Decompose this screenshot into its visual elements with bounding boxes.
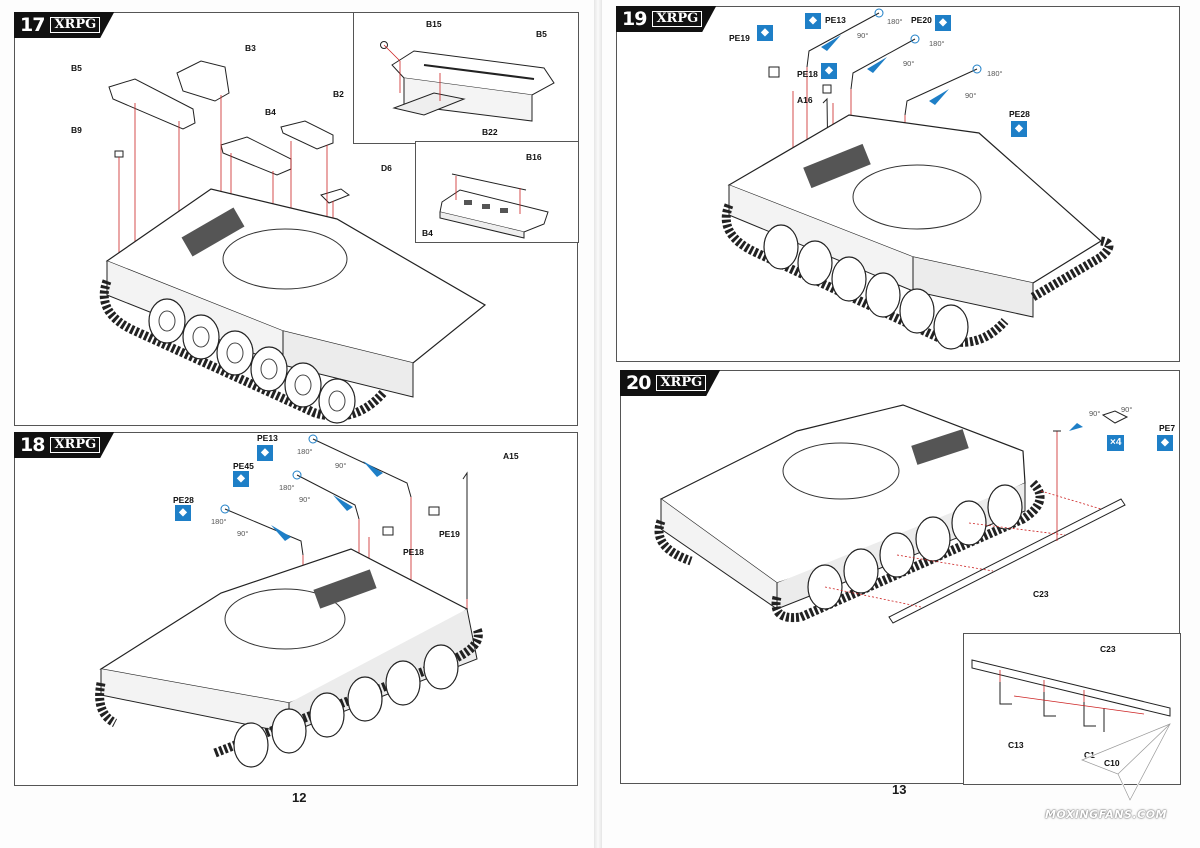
brand-logo: XRPG [652,11,703,27]
part-label: PE19 [439,529,460,539]
angle-label: 90° [965,91,977,100]
part-label: C10 [1104,758,1120,768]
angle-label: 180° [887,17,903,26]
drop-icon: ◆ [1011,121,1027,137]
brand-logo: XRPG [50,437,101,453]
drop-icon: ◆ [1157,435,1173,451]
page-gutter [594,0,602,848]
part-label: B5 [71,63,82,73]
part-label: B15 [426,19,442,29]
angle-label: 90° [857,31,869,40]
part-label: PE28 [1009,109,1030,119]
inset-drawing [971,659,1171,732]
part-label: PE28 [173,495,194,505]
angle-label: 90° [1121,405,1133,414]
angle-label: 180° [297,447,313,456]
part-label: PE20 [911,15,932,25]
angle-label: 90° [335,461,347,470]
quantity-badge: ×4 [1107,435,1125,451]
inset-2-drawing [439,173,549,239]
watermark: MOXINGFANS.COM [1045,808,1168,821]
angle-label: 90° [903,59,915,68]
drop-icon: ◆ [233,471,249,487]
step-number: 20 [626,372,651,394]
step-17-inset-1: B15 B5 B22 [353,12,579,144]
part-label: C1 [1084,750,1095,760]
drop-icon: ◆ [805,13,821,29]
part-label: A15 [503,451,519,461]
angle-label: 180° [279,483,295,492]
step-17-inset-2: B16 B4 [415,141,579,243]
step-17-badge: 17 XRPG [14,12,115,38]
part-label: PE18 [797,69,818,79]
part-label: B22 [482,127,498,137]
part-label: C23 [1033,589,1049,599]
part-label: B4 [422,228,433,238]
step-18-panel: 18 XRPG [14,432,578,786]
part-label: B16 [526,152,542,162]
step-17-panel: 17 XRPG B15 B5 B22 B16 B [14,12,579,426]
drop-icon: ◆ [257,445,273,461]
page-number-right: 13 [892,782,907,797]
brand-logo: XRPG [50,17,101,33]
part-label: PE18 [403,547,424,557]
step-20-drawing [654,404,1129,624]
angle-label: 180° [929,39,945,48]
angle-label: 180° [987,69,1003,78]
part-label: B9 [71,125,82,135]
part-label: B2 [333,89,344,99]
part-label: PE45 [233,461,254,471]
part-label: PE13 [257,433,278,443]
part-label: C23 [1100,644,1116,654]
angle-label: 180° [211,517,227,526]
part-label: B4 [265,107,276,117]
angle-label: 90° [237,529,249,538]
brand-logo: XRPG [656,375,707,391]
drop-icon: ◆ [821,63,837,79]
part-label: PE7 [1159,423,1176,433]
page-number-left: 12 [292,790,307,805]
part-label: C13 [1008,740,1024,750]
step-18-drawing [95,434,483,768]
step-19-panel: 19 XRPG [616,6,1180,362]
part-label: A16 [797,95,813,105]
step-number: 19 [622,8,647,30]
step-20-inset: C23 C13 C1 C10 [963,633,1181,785]
angle-label: 90° [1089,409,1101,418]
drop-icon: ◆ [757,25,773,41]
step-number: 17 [20,14,45,36]
paper-plane-logo [1079,722,1173,803]
step-20-badge: 20 XRPG [620,370,721,396]
step-number: 18 [20,434,45,456]
inset-1-drawing [380,41,555,122]
part-label: PE19 [729,33,750,43]
part-label: PE13 [825,15,846,25]
step-19-badge: 19 XRPG [616,6,717,32]
drop-icon: ◆ [935,15,951,31]
part-label: B3 [245,43,256,53]
part-label: D6 [381,163,392,173]
step-20-panel: 20 XRPG C23 C13 C1 C10 [620,370,1181,785]
part-label: B5 [536,29,547,39]
angle-label: 90° [299,495,311,504]
step-19-drawing [721,8,1114,350]
step-17-drawing [99,60,487,424]
step-18-badge: 18 XRPG [14,432,115,458]
drop-icon: ◆ [175,505,191,521]
